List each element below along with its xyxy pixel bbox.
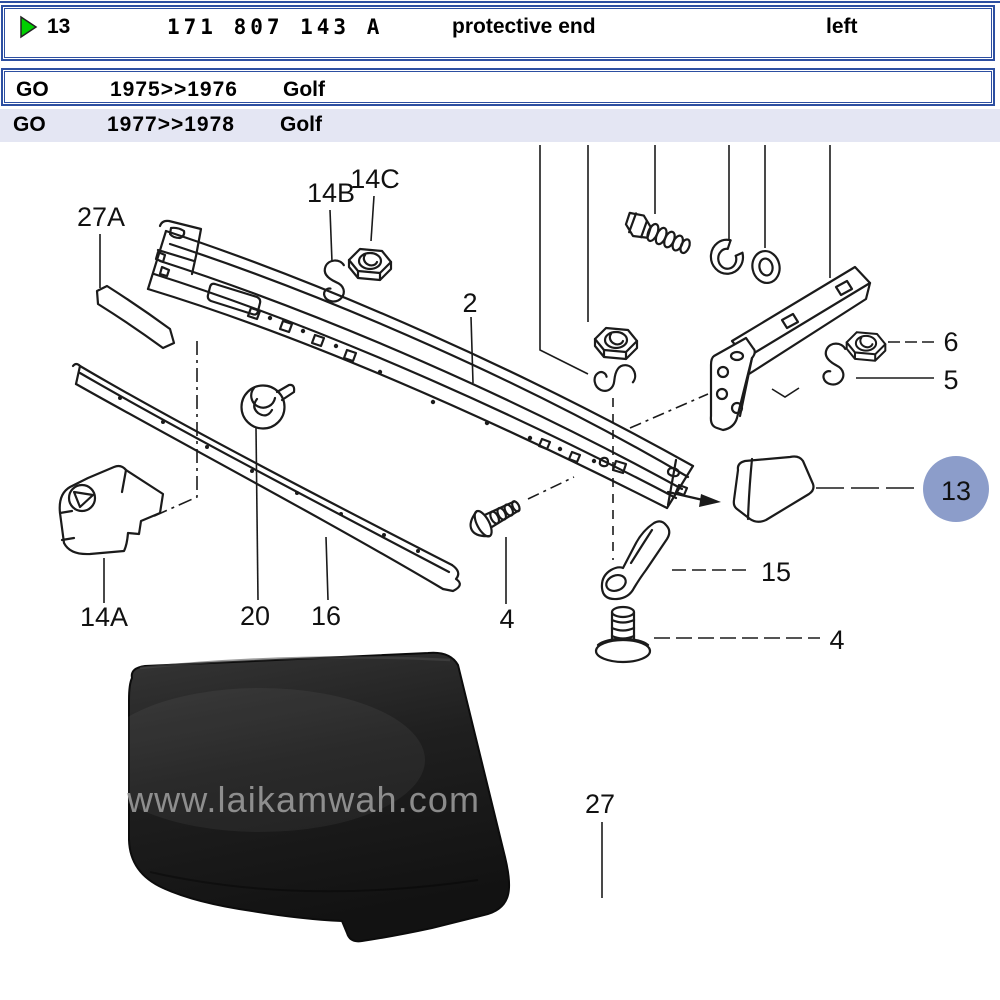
construction-lines — [151, 341, 800, 560]
model-row-1975-1976[interactable]: GO 1975>>1976 Golf — [1, 68, 995, 106]
part-remark: left — [826, 15, 858, 38]
bracket-15 — [600, 520, 671, 601]
top-leader-lines — [539, 145, 831, 375]
nut-14C — [347, 247, 393, 282]
model-code: GO — [13, 113, 46, 136]
bolt-4-bottom — [594, 605, 652, 664]
callout-27: 27 — [585, 789, 615, 819]
exploded-parts-diagram: 13 27A 14B 14C 2 6 5 15 4 4 14A 20 16 27… — [58, 145, 989, 943]
selected-row-marker-icon — [17, 14, 39, 45]
trim-strip-27A — [95, 284, 176, 350]
protective-end-cap-drawing — [732, 455, 815, 523]
part-number: 171 807 143 A — [167, 15, 384, 39]
highlight-circle-13[interactable] — [923, 456, 989, 522]
lock-washer — [709, 238, 745, 275]
callout-4-left: 4 — [499, 604, 514, 634]
callout-20: 20 — [240, 601, 270, 631]
model-years: 1975>>1976 — [110, 78, 238, 101]
bracket-14A — [58, 464, 165, 556]
callout-14C: 14C — [350, 164, 400, 194]
watermark-text: www.laikamwah.com — [126, 779, 479, 820]
nut-6 — [845, 331, 887, 362]
callout-27A: 27A — [77, 202, 125, 232]
part-pos: 13 — [47, 15, 71, 38]
callout-15: 15 — [761, 557, 791, 587]
callout-6: 6 — [943, 327, 958, 357]
s-hook-5 — [818, 340, 851, 388]
part-name: protective end — [452, 15, 596, 38]
callout-2: 2 — [462, 288, 477, 318]
callout-4-right: 4 — [829, 625, 844, 655]
selected-part-row[interactable]: 13 171 807 143 A protective end left — [1, 5, 995, 61]
callout-13[interactable]: 13 — [941, 476, 971, 506]
model-name: Golf — [283, 78, 325, 101]
table-top-divider — [0, 1, 1000, 3]
screw-4-left — [469, 500, 521, 538]
model-years: 1977>>1978 — [107, 113, 235, 136]
push-clip-20 — [240, 383, 296, 430]
model-code: GO — [16, 78, 49, 101]
hex-bolt — [624, 211, 691, 255]
part-photo-end-cap: www.laikamwah.com — [95, 651, 511, 943]
flat-washer — [751, 249, 781, 285]
nut-middle — [593, 326, 639, 361]
callout-16: 16 — [311, 601, 341, 631]
callout-14A: 14A — [80, 602, 128, 632]
side-member-bracket — [709, 265, 872, 432]
s-hook-middle — [591, 362, 639, 394]
bumper-strip-16 — [71, 362, 461, 593]
callout-14B: 14B — [307, 178, 355, 208]
callout-leader-lines — [99, 195, 934, 898]
model-row-1977-1978[interactable]: GO 1977>>1978 Golf — [0, 109, 1000, 142]
callout-5: 5 — [943, 365, 958, 395]
bumper-reinforcement-bar — [146, 219, 721, 510]
callout-labels: 27A 14B 14C 2 6 5 15 4 4 14A 20 16 27 — [77, 164, 959, 819]
model-name: Golf — [280, 113, 322, 136]
